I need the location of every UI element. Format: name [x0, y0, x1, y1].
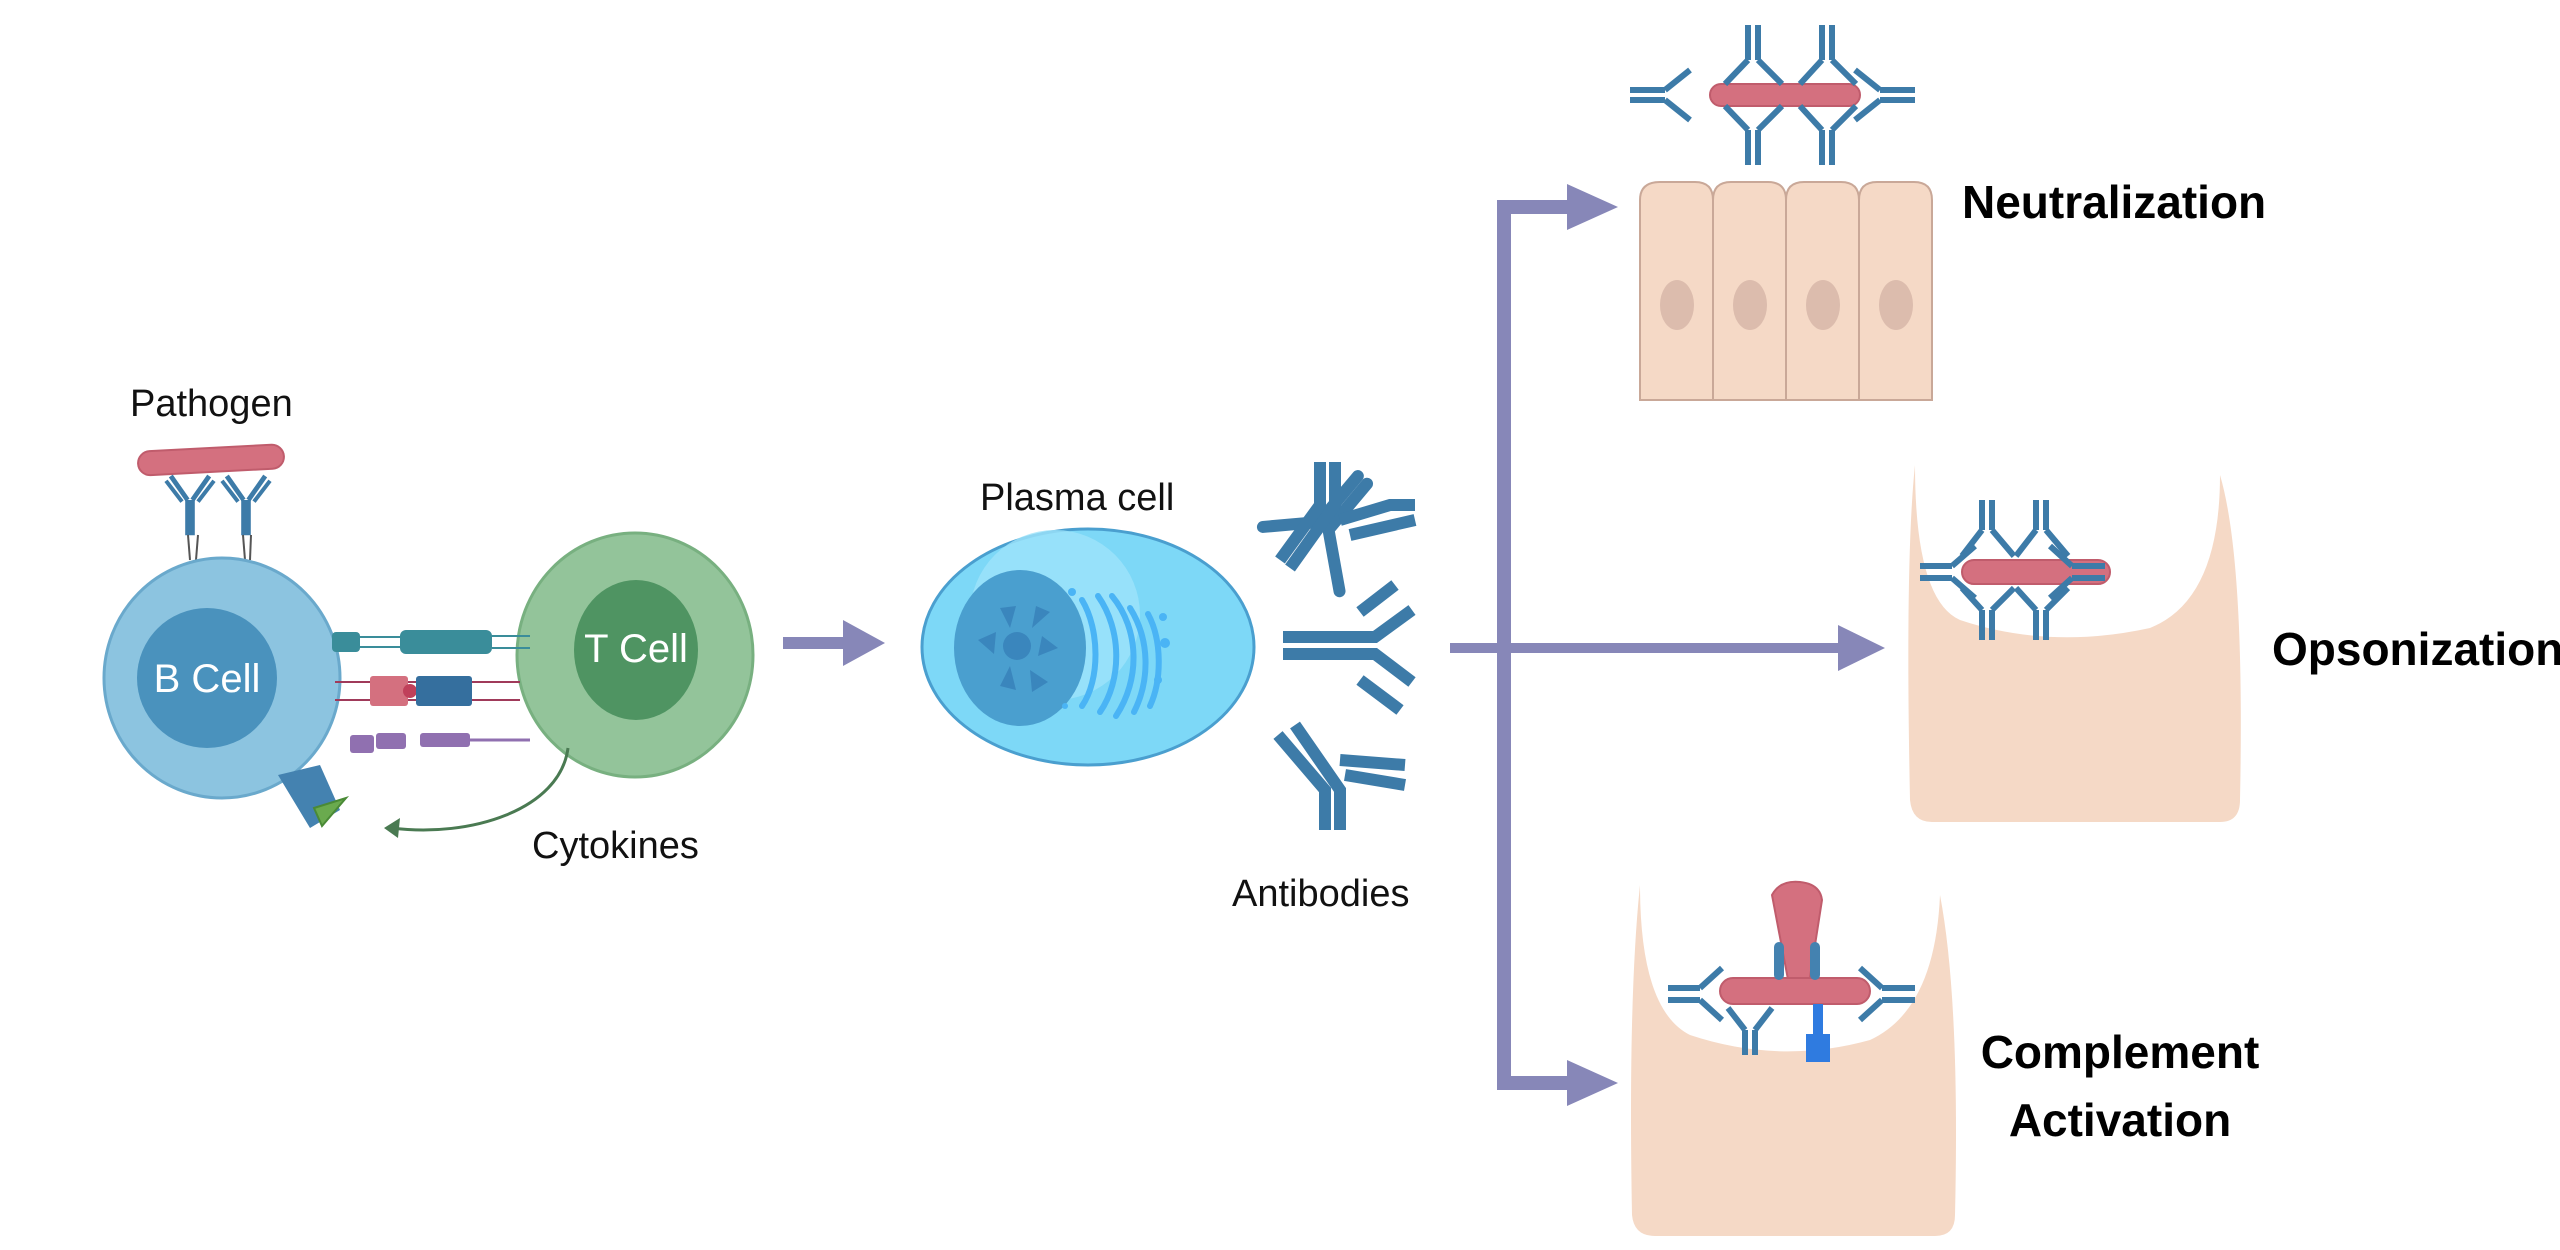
complement-label-line2: Activation — [2009, 1094, 2231, 1146]
phagocyte-icon — [1908, 465, 2241, 822]
branch-arrows — [1450, 184, 1885, 1106]
immune-synapse-molecules — [332, 630, 530, 753]
antibodies-label: Antibodies — [1232, 873, 1409, 915]
antigen-triangle-icon — [312, 796, 350, 828]
c1q-icon — [1770, 880, 1824, 991]
t-cell-nucleus — [574, 580, 698, 720]
opsonized-pathogen-complex — [1920, 500, 2111, 640]
plasma-cell-label: Plasma cell — [980, 477, 1174, 519]
antibody-icon — [1283, 580, 1416, 715]
target-cell-icon — [1631, 885, 1956, 1236]
arrow-to-plasma-cell — [783, 620, 885, 666]
t-cell: T Cell — [515, 531, 755, 779]
antibody-icon — [1273, 721, 1406, 830]
endoplasmic-reticulum — [1079, 593, 1162, 719]
complement-protein-icon — [1813, 1004, 1823, 1034]
antibodies-group — [1256, 462, 1417, 830]
arrow-to-opsonization — [1838, 625, 1885, 671]
pathogen-icon — [1709, 83, 1861, 107]
antibody-icon — [1275, 462, 1417, 572]
b-cell-receptor-icon — [278, 765, 340, 828]
complement-panel: Complement Activation — [1631, 880, 2260, 1236]
pathogen-label: Pathogen — [130, 383, 293, 425]
neutralization-panel: Neutralization — [1630, 25, 2266, 401]
bcr-antibody-icon — [166, 476, 214, 535]
b-cell-nucleus — [137, 608, 277, 748]
opsonization-panel: Opsonization — [1908, 465, 2560, 822]
b-cell: B Cell — [102, 556, 350, 828]
b-cell-label: B Cell — [154, 657, 261, 701]
pathogen-icon — [1719, 977, 1871, 1005]
bcr-antibody-icon — [222, 476, 270, 535]
arrow-to-complement — [1567, 1060, 1618, 1106]
neutralized-pathogen-complex — [1630, 25, 1915, 165]
pathogen-group: Pathogen — [130, 383, 293, 561]
complement-complex — [1668, 880, 1915, 1062]
cytokine-arrow — [384, 747, 570, 838]
neutralization-label: Neutralization — [1962, 176, 2266, 228]
plasma-cell — [920, 527, 1256, 767]
pathogen-icon — [137, 443, 285, 477]
opsonization-label: Opsonization — [2272, 623, 2560, 675]
complement-label-line1: Complement — [1981, 1026, 2260, 1078]
t-cell-label: T Cell — [584, 627, 688, 671]
arrow-to-neutralization — [1567, 184, 1618, 230]
cytokines-label: Cytokines — [532, 825, 699, 867]
